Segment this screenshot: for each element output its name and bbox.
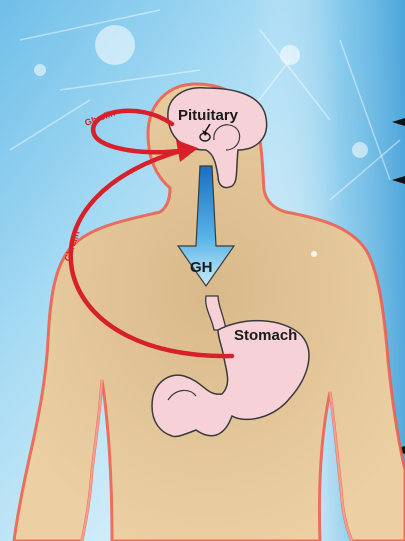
navel-highlight [311,251,317,257]
gh-label: GH [190,259,213,276]
pituitary-label: Pituitary [178,107,239,124]
stomach-label: Stomach [234,327,297,344]
